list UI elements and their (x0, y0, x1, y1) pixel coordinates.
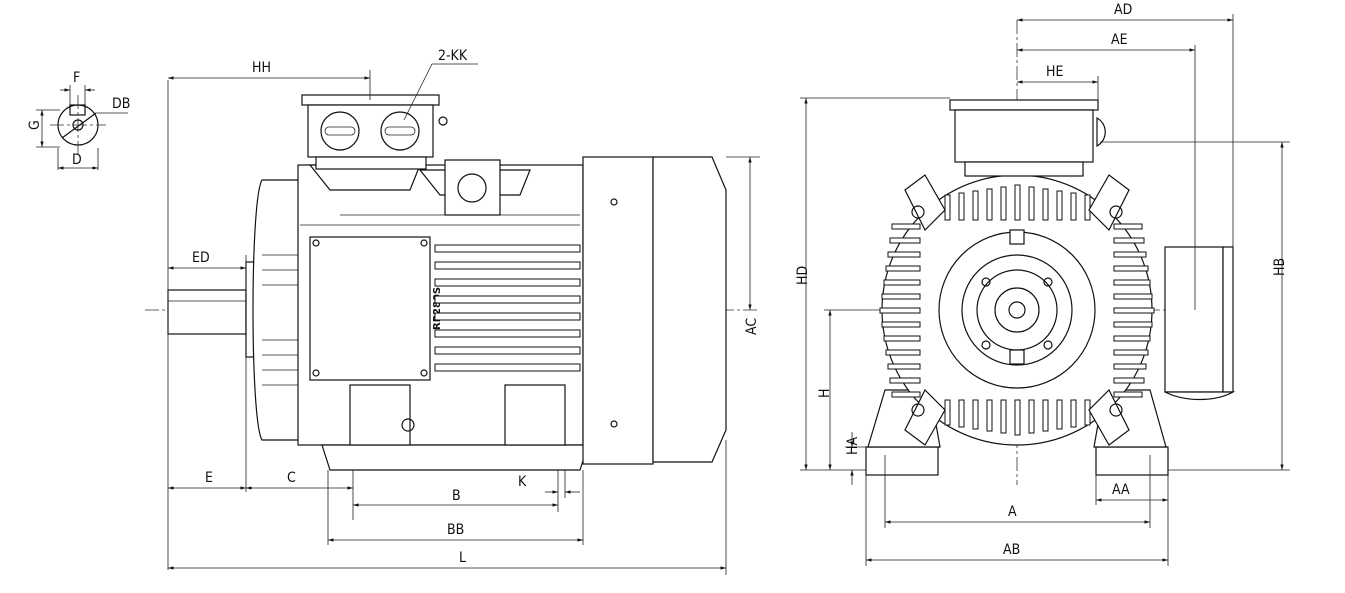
cooling-fin (1113, 223, 1143, 230)
dim-DB: DB (112, 96, 130, 112)
cooling-fin (1084, 399, 1091, 426)
cooling-fin (1113, 321, 1153, 328)
cooling-fin (958, 192, 965, 221)
dim-F: F (73, 70, 80, 86)
front-view-dimensions: AD AE HE HD HB H HA AA (795, 2, 1290, 566)
cooling-fin (1113, 335, 1151, 342)
cooling-fin (1028, 186, 1035, 221)
cooling-fin (986, 188, 993, 221)
dim-BB: BB (447, 522, 464, 538)
cooling-fin (1042, 399, 1049, 432)
cooling-fin (1070, 399, 1077, 428)
dim-K: K (518, 474, 527, 490)
cooling-fin (883, 335, 921, 342)
cooling-fin (1113, 391, 1143, 398)
cooling-fin (1084, 194, 1091, 221)
cooling-fin (879, 307, 921, 314)
cooling-fin (1113, 279, 1151, 286)
cooling-fin (881, 293, 921, 300)
cooling-fin (1113, 377, 1145, 384)
dim-G: G (27, 120, 43, 130)
cooling-fin (1042, 188, 1049, 221)
cooling-fin (1113, 265, 1149, 272)
cooling-fin (889, 237, 921, 244)
dim-AC: AC (744, 318, 760, 335)
cooling-fin (1056, 190, 1063, 221)
cooling-fin (885, 349, 921, 356)
dim-HE: HE (1046, 64, 1063, 80)
dim-AE: AE (1111, 32, 1128, 48)
dim-E: E (205, 470, 213, 486)
dim-AA: AA (1112, 482, 1130, 498)
cooling-fin (1113, 349, 1149, 356)
cooling-fin (972, 399, 979, 430)
dim-C: C (287, 470, 296, 486)
dim-HD: HD (795, 266, 811, 285)
dim-2-KK: 2-KK (438, 48, 468, 64)
dim-AD: AD (1114, 2, 1132, 18)
cooling-fin (1113, 293, 1153, 300)
cooling-fin (1000, 186, 1007, 221)
cooling-fin (944, 399, 951, 426)
dim-AB: AB (1003, 542, 1020, 558)
cooling-fin (891, 391, 921, 398)
cooling-fin (1056, 399, 1063, 430)
dim-HA: HA (845, 437, 861, 455)
dim-L: L (459, 550, 466, 566)
dim-D: D (72, 152, 82, 168)
cooling-fin (986, 399, 993, 432)
cooling-fin (891, 223, 921, 230)
cooling-fin (887, 363, 921, 370)
motor-front-view (865, 20, 1236, 485)
cooling-fin (1014, 399, 1021, 436)
cooling-fin (1113, 363, 1147, 370)
cooling-fin (1000, 399, 1007, 434)
dim-HH: HH (252, 60, 271, 76)
cooling-fin (885, 265, 921, 272)
cooling-fin (944, 194, 951, 221)
dim-H: H (817, 389, 833, 398)
motor-side-view: RP280S (145, 94, 760, 471)
cooling-fin (972, 190, 979, 221)
cooling-fin (883, 279, 921, 286)
nameplate-model: RP280S (432, 287, 443, 330)
dim-HB: HB (1272, 258, 1288, 276)
shaft (167, 289, 247, 335)
cooling-fin (958, 399, 965, 428)
cooling-fin (1113, 237, 1145, 244)
dim-B: B (452, 488, 461, 504)
dim-A: A (1008, 504, 1017, 520)
dim-ED: ED (192, 250, 210, 266)
cooling-fin (1014, 184, 1021, 221)
cooling-fins-side (434, 244, 581, 372)
cooling-fin (881, 321, 921, 328)
cooling-fin (1113, 251, 1147, 258)
shaft-end-detail: F DB G D (27, 70, 130, 170)
cooling-fin (1028, 399, 1035, 434)
side-view-dimensions: HH 2-KK ED AC E C B K BB (167, 48, 760, 575)
cooling-fin (887, 251, 921, 258)
cooling-fin (1113, 307, 1155, 314)
cooling-fin (889, 377, 921, 384)
cooling-fin (1070, 192, 1077, 221)
